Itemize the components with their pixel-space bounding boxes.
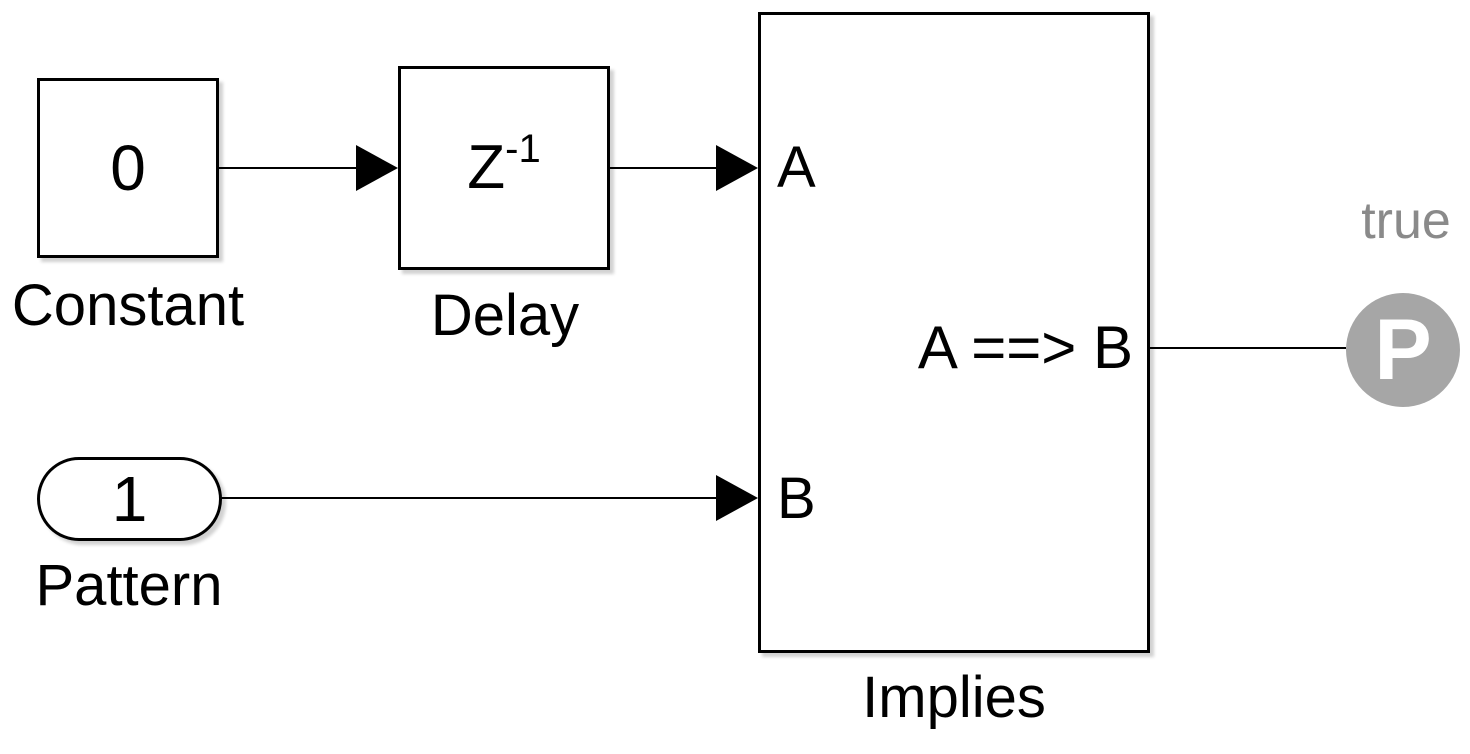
- delay-symbol-exponent: -1: [505, 127, 541, 171]
- implies-port-a-label: A: [777, 135, 816, 200]
- pattern-block-label[interactable]: Pattern: [35, 553, 223, 618]
- implies-block[interactable]: A B A ==> B: [758, 12, 1150, 653]
- arrowhead-icon: [716, 145, 758, 191]
- pattern-value: 1: [111, 463, 148, 535]
- implies-block-label[interactable]: Implies: [862, 665, 1046, 730]
- delay-block[interactable]: Z-1: [398, 66, 610, 270]
- delay-symbol: Z-1: [467, 129, 540, 199]
- implies-port-b-label: B: [777, 466, 816, 531]
- wire-delay-to-implies-a[interactable]: [610, 167, 720, 169]
- wire-implies-to-proof[interactable]: [1150, 347, 1346, 349]
- proof-annotation-true: true: [1361, 192, 1451, 250]
- arrowhead-icon: [716, 475, 758, 521]
- pattern-block[interactable]: 1: [37, 457, 222, 541]
- proof-objective-symbol: P: [1374, 302, 1432, 398]
- delay-symbol-base: Z: [467, 133, 506, 202]
- proof-objective-icon[interactable]: P: [1346, 293, 1460, 407]
- wire-pattern-to-implies-b[interactable]: [220, 497, 720, 499]
- constant-block[interactable]: 0: [37, 78, 219, 258]
- constant-value: 0: [110, 132, 146, 204]
- delay-block-label[interactable]: Delay: [430, 283, 580, 348]
- implies-output-label: A ==> B: [917, 314, 1133, 381]
- wire-constant-to-delay[interactable]: [219, 167, 360, 169]
- arrowhead-icon: [356, 145, 398, 191]
- constant-block-label[interactable]: Constant: [11, 273, 245, 338]
